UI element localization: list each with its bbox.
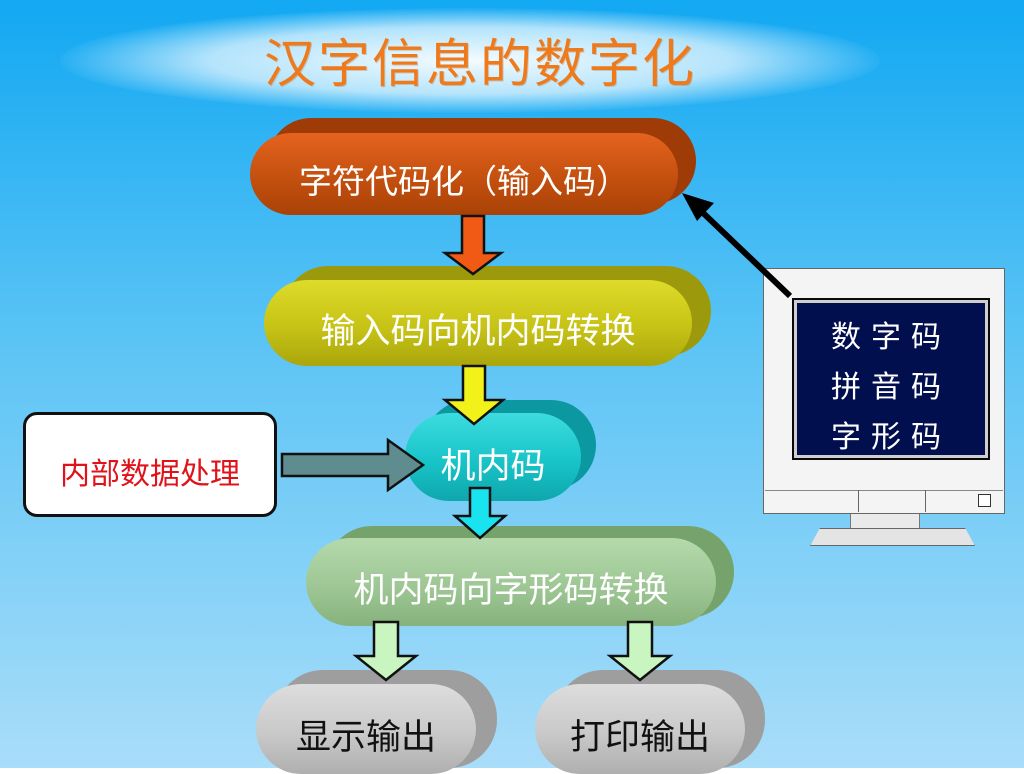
node-convert-input-label: 输入码向机内码转换	[320, 312, 636, 352]
screen-line-3: 字形码	[831, 420, 951, 455]
screen-line-1: 数字码	[831, 320, 951, 355]
arrow-down-icon	[451, 486, 509, 540]
node-internal-code-label: 机内码	[440, 447, 546, 487]
arrow-down-icon	[441, 364, 507, 426]
title-glow	[60, 8, 880, 113]
node-encode-label: 字符代码化（输入码）	[299, 162, 629, 201]
arrow-diagonal-head-icon	[682, 193, 714, 221]
screen-line-2: 拼音码	[831, 370, 951, 405]
node-print-output-label: 打印输出	[569, 718, 710, 758]
arrow-down-icon	[606, 620, 674, 682]
power-button-icon	[978, 494, 991, 507]
arrow-down-icon	[352, 620, 420, 682]
monitor-screen: 数字码 拼音码 字形码	[792, 298, 990, 460]
node-convert-glyph-label: 机内码向字形码转换	[353, 571, 669, 611]
node-display-output-label: 显示输出	[295, 718, 436, 758]
monitor-chin-divider	[925, 490, 926, 512]
monitor-chin-line	[765, 490, 1003, 491]
page-title: 汉字信息的数字化	[263, 35, 696, 95]
internal-processing-box: 内部数据处理	[23, 412, 277, 517]
monitor-chin-divider	[858, 490, 859, 512]
arrow-diagonal-line	[697, 207, 793, 299]
arrow-right-icon	[280, 437, 426, 493]
arrow-down-icon	[441, 214, 505, 276]
internal-processing-label: 内部数据处理	[60, 457, 240, 492]
